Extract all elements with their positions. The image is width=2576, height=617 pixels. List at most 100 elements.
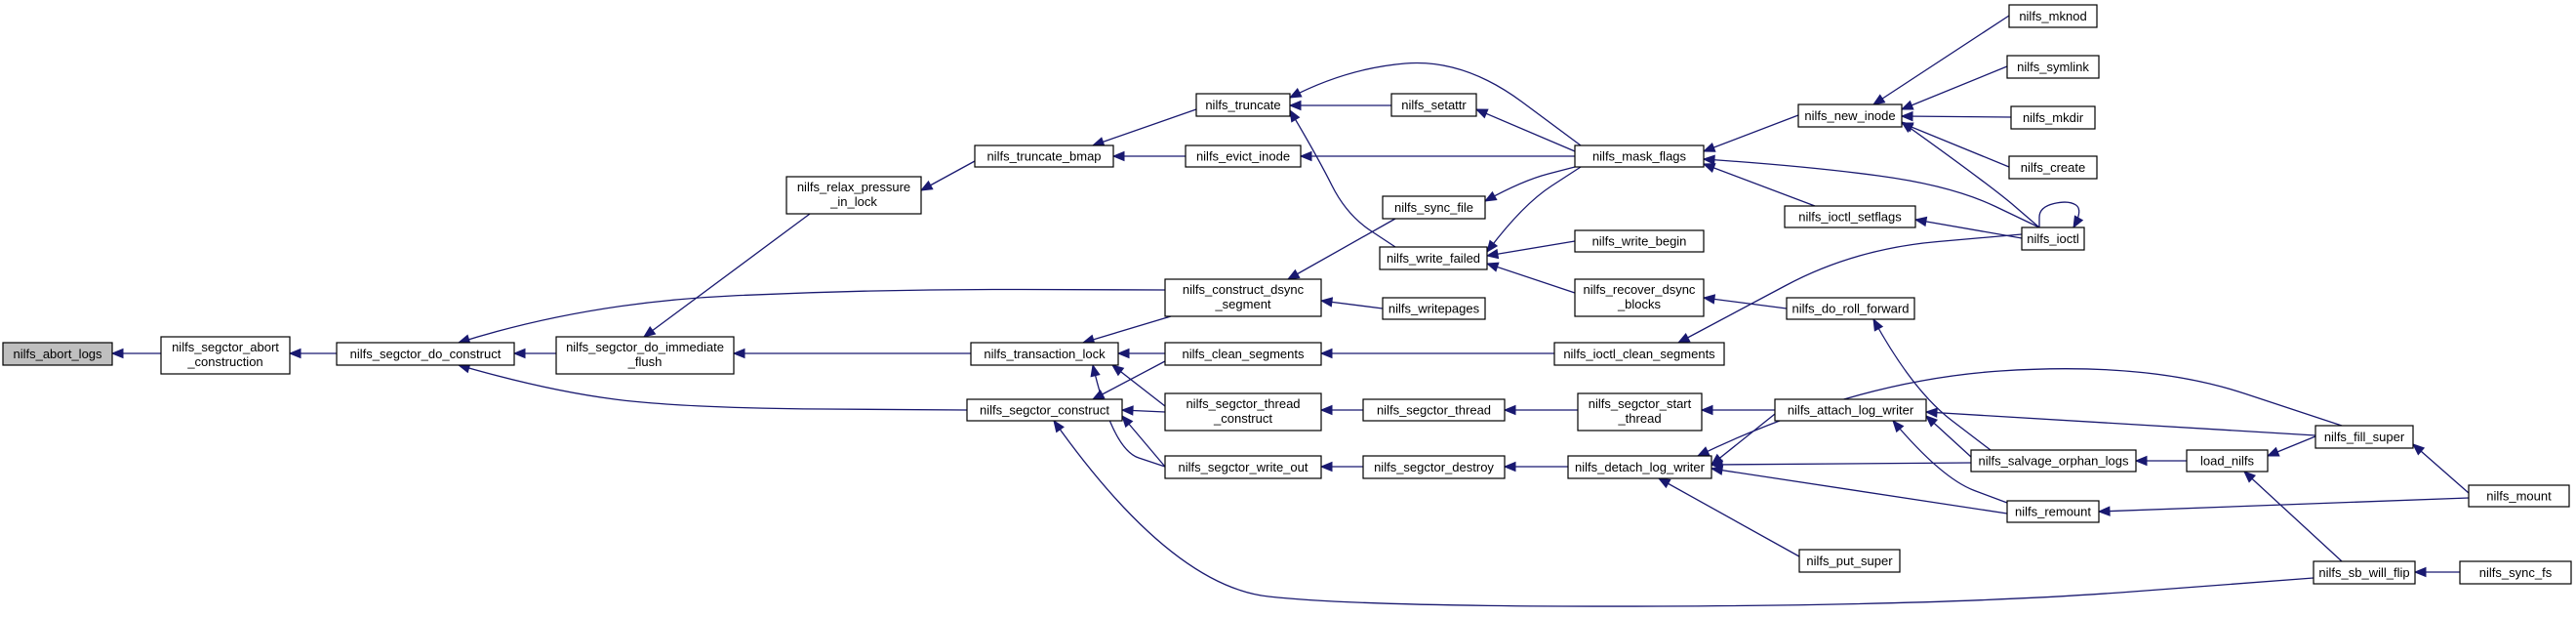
node-label: nilfs_mask_flags (1592, 149, 1687, 164)
node-label: nilfs_symlink (2017, 60, 2089, 74)
node-thread-construct[interactable]: nilfs_segctor_thread_construct (1164, 392, 1322, 432)
node-segctor-destroy[interactable]: nilfs_segctor_destroy (1362, 455, 1506, 479)
node-box (1797, 103, 1903, 128)
arrowhead (2412, 443, 2426, 456)
node-box (1798, 549, 1901, 573)
node-new-inode[interactable]: nilfs_new_inode (1797, 103, 1903, 128)
node-sb-will-flip[interactable]: nilfs_sb_will_flip (2313, 560, 2416, 585)
arrowhead (110, 348, 124, 359)
node-label: nilfs_detach_log_writer (1575, 460, 1706, 474)
arrowhead (1696, 446, 1711, 457)
node-label: nilfs_transaction_lock (984, 347, 1106, 361)
node-create[interactable]: nilfs_create (2008, 155, 2098, 180)
node-mount[interactable]: nilfs_mount (2468, 484, 2570, 508)
node-label: nilfs_setattr (1401, 98, 1467, 112)
node-recover-dsync[interactable]: nilfs_recover_dsync_blocks (1574, 278, 1705, 317)
node-trunc-bmap[interactable]: nilfs_truncate_bmap (974, 144, 1114, 168)
node-relax[interactable]: nilfs_relax_pressure_in_lock (785, 176, 922, 215)
edge-construct_dsync-to-trans_lock (1081, 315, 1172, 345)
arrowhead (1485, 248, 1500, 260)
node-evict[interactable]: nilfs_evict_inode (1185, 144, 1302, 168)
edge-new_inode-to-mask_flags (1702, 114, 1799, 152)
edge-mknod-to-new_inode (1872, 15, 2010, 105)
arrowhead (1900, 121, 1914, 133)
arrowhead (1702, 154, 1715, 166)
node-label: nilfs_sb_will_flip (2318, 565, 2409, 580)
node-detach[interactable]: nilfs_detach_log_writer (1567, 455, 1712, 479)
node-sync-fs[interactable]: nilfs_sync_fs (2459, 560, 2572, 585)
arrowhead (2413, 566, 2427, 578)
node-segctor-construct[interactable]: nilfs_segctor_construct (966, 398, 1123, 422)
node-box (1970, 449, 2137, 473)
arrowhead (2266, 446, 2280, 457)
node-load-nilfs[interactable]: load_nilfs (2186, 449, 2269, 473)
node-box (1574, 229, 1705, 253)
node-ioctl-clean[interactable]: nilfs_ioctl_clean_segments (1553, 342, 1725, 366)
node-do-immediate[interactable]: nilfs_segctor_do_immediate_flush (555, 336, 735, 375)
node-write-failed[interactable]: nilfs_write_failed (1379, 246, 1488, 270)
node-label: nilfs_recover_dsync (1584, 282, 1696, 297)
node-mknod[interactable]: nilfs_mknod (2008, 4, 2098, 28)
edge-put_super-to-detach (1657, 477, 1800, 557)
node-label: nilfs_truncate (1205, 98, 1280, 112)
node-mkdir[interactable]: nilfs_mkdir (2010, 105, 2096, 130)
node-label: nilfs_salvage_orphan_logs (1979, 454, 2129, 469)
edge-fill_super-to-load_nilfs (2266, 435, 2316, 457)
arrowhead (1913, 216, 1928, 227)
edge-mask_flags-to-sync_file (1483, 166, 1576, 202)
node-attach[interactable]: nilfs_attach_log_writer (1774, 398, 1927, 422)
node-label: _segment (1214, 297, 1270, 311)
node-ioctl[interactable]: nilfs_ioctl (2021, 226, 2085, 251)
edge-ioctl-to-ioctl_clean (1676, 233, 2023, 344)
node-write-begin[interactable]: nilfs_write_begin (1574, 229, 1705, 253)
node-salvage[interactable]: nilfs_salvage_orphan_logs (1970, 449, 2137, 473)
node-box (2008, 155, 2098, 180)
edge-mask_flags-to-truncate (1288, 62, 1582, 146)
node-mask-flags[interactable]: nilfs_mask_flags (1574, 144, 1705, 168)
arrowhead (2134, 455, 2148, 467)
arrowhead (1319, 348, 1333, 359)
node-symlink[interactable]: nilfs_symlink (2006, 55, 2100, 79)
node-clean-seg[interactable]: nilfs_clean_segments (1164, 342, 1322, 366)
node-label: nilfs_fill_super (2324, 430, 2405, 444)
arrowhead (288, 348, 302, 359)
node-construct-dsync[interactable]: nilfs_construct_dsync_segment (1164, 278, 1322, 317)
node-do-construct[interactable]: nilfs_segctor_do_construct (336, 342, 515, 366)
arrowhead (1319, 404, 1333, 416)
node-remount[interactable]: nilfs_remount (2006, 500, 2100, 523)
edge-trunc_bmap-to-relax (919, 160, 976, 191)
arrowhead (1090, 363, 1101, 378)
node-label: nilfs_segctor_thread (1377, 403, 1491, 418)
node-segctor-thread[interactable]: nilfs_segctor_thread (1362, 398, 1506, 422)
node-box (2314, 425, 2414, 449)
arrowhead (1288, 100, 1302, 111)
node-box (1362, 455, 1506, 479)
node-box (2468, 484, 2570, 508)
node-do-roll[interactable]: nilfs_do_roll_forward (1786, 297, 1915, 320)
edge-recover_dsync-to-write_failed (1485, 262, 1576, 294)
node-trans-lock[interactable]: nilfs_transaction_lock (970, 342, 1119, 366)
arrowhead (1702, 163, 1716, 173)
node-label: nilfs_segctor_do_construct (350, 347, 502, 361)
node-fill-super[interactable]: nilfs_fill_super (2314, 425, 2414, 449)
arrowhead (1474, 108, 1489, 119)
node-segctor-abort[interactable]: nilfs_segctor_abort_construction (160, 336, 291, 375)
edge-do_roll-to-recover_dsync (1702, 294, 1788, 309)
node-put-super[interactable]: nilfs_put_super (1798, 549, 1901, 573)
arrowhead (1288, 88, 1303, 99)
node-truncate[interactable]: nilfs_truncate (1195, 93, 1291, 117)
node-start-thread[interactable]: nilfs_segctor_start_thread (1577, 392, 1703, 432)
node-write-out[interactable]: nilfs_segctor_write_out (1164, 455, 1322, 479)
node-writepages[interactable]: nilfs_writepages (1382, 297, 1486, 320)
node-sync-file[interactable]: nilfs_sync_file (1382, 195, 1486, 220)
arrowhead (1121, 414, 1134, 429)
edge-salvage-to-do_roll (1872, 317, 1992, 451)
edge-load_nilfs-to-salvage (2134, 455, 2187, 467)
node-ioctl-setflags[interactable]: nilfs_ioctl_setflags (1784, 205, 1916, 228)
node-abort-logs[interactable]: nilfs_abort_logs (2, 342, 113, 366)
edge-write_failed-to-truncate (1289, 108, 1396, 248)
node-setattr[interactable]: nilfs_setattr (1390, 93, 1477, 117)
arrowhead (1111, 150, 1125, 162)
node-box (1567, 455, 1712, 479)
arrowhead (1116, 348, 1130, 359)
